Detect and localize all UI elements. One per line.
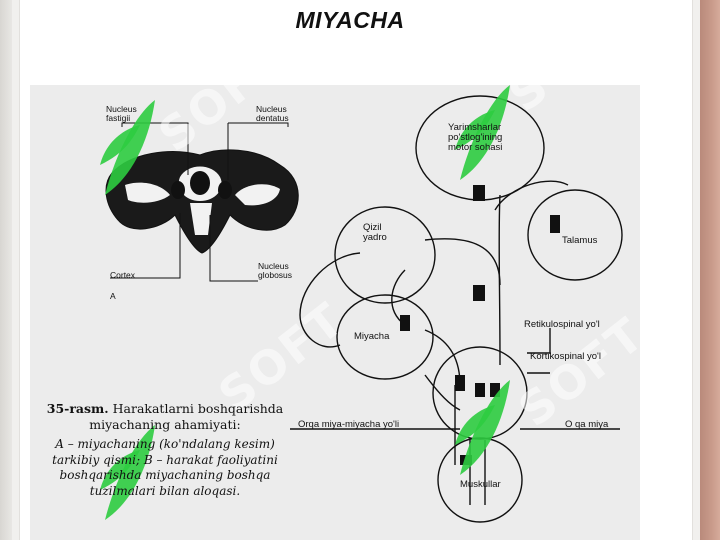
label-reticulospinal: Retikulospinal yo'l [524, 319, 600, 330]
panel-a-letter: A [110, 291, 116, 301]
panel-b-diagram [290, 95, 623, 523]
label-corticospinal: Kortikospinal yo'l [530, 351, 601, 362]
cerebellum-circle [336, 294, 434, 380]
label-thalamus: Talamus [562, 235, 598, 246]
thalamus-circle [527, 189, 623, 281]
caption-text: Harakatlarni boshqarishda miyachaning ah… [89, 401, 284, 432]
label-muscles: Muskullar [460, 479, 501, 490]
label-spinal-cord: O qa miya [565, 419, 609, 430]
slide-frame-right [700, 0, 720, 540]
slide-title: MIYACHA [295, 7, 405, 33]
label-cortex: Cortex [110, 270, 136, 280]
caption-detail: A – miyachaning (ko'ndalang kesim) tarki… [52, 437, 278, 498]
red-nucleus-circle [334, 206, 436, 304]
figure-caption: 35-rasm. Harakatlarni boshqarishda miyac… [40, 401, 290, 499]
label-red-nucleus: Qizil yadro [363, 222, 387, 243]
scanned-figure: SOFT SOFT SOFT SOFT Nucleus fastigii Nuc… [30, 0, 655, 540]
label-nucleus-globosus: Nucleus globosus [258, 261, 293, 280]
slide-frame-left [0, 0, 12, 540]
label-cerebellum: Miyacha [354, 331, 390, 342]
caption-number: 35-rasm. [46, 401, 109, 416]
label-nucleus-fastigii: Nucleus fastigii [106, 104, 137, 123]
label-spinocerebellar: Orqa miya-miyacha yo'li [298, 419, 400, 430]
label-motor-cortex: Yarimsharlar po'stlog'ining motor sohasi [448, 122, 503, 153]
cerebellum-cross-section [105, 149, 299, 254]
label-nucleus-dentatus: Nucleus dentatus [256, 104, 289, 123]
